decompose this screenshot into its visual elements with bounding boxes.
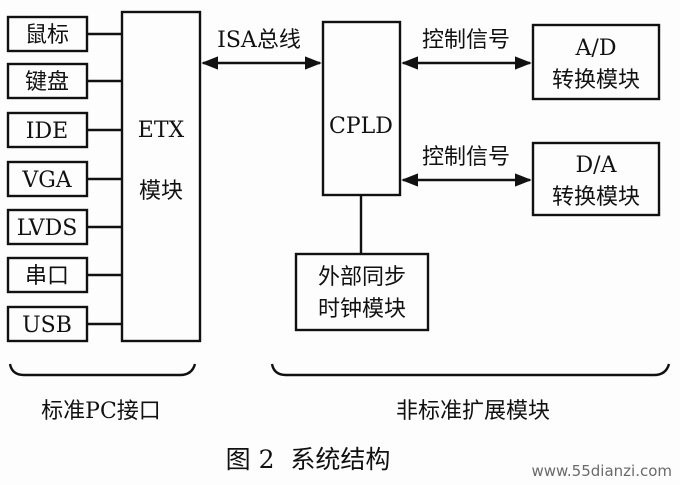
- port-box-lvds: [6, 208, 89, 246]
- control-signal-label-2: 控制信号: [422, 145, 510, 170]
- right-group-label: 非标准扩展模块: [396, 399, 550, 424]
- control-signal-label-1: 控制信号: [422, 28, 510, 53]
- da-label-line2: 转换模块: [552, 185, 640, 210]
- isa-bus-label: ISA总线: [217, 28, 301, 53]
- ad-label-line1: A/D: [575, 36, 617, 61]
- port-label-keyboard: 键盘: [25, 70, 69, 95]
- port-label-lvds: LVDS: [17, 216, 78, 241]
- port-label-mouse: 鼠标: [25, 23, 69, 48]
- etx-label-line1: ETX: [138, 118, 185, 143]
- port-label-usb: USB: [22, 313, 72, 338]
- clock-label-line1: 外部同步: [318, 265, 406, 290]
- port-label-vga: VGA: [21, 168, 72, 193]
- right-group-brace: [270, 363, 671, 377]
- da-label-line1: D/A: [576, 153, 618, 178]
- left-group-brace: [8, 363, 197, 377]
- clock-module-box: [294, 252, 430, 332]
- da-converter-box: [531, 141, 661, 217]
- ad-converter-box: [531, 23, 661, 101]
- cpld-label: CPLD: [329, 114, 393, 139]
- cpld-box: [321, 20, 402, 197]
- port-label-serial: 串口: [25, 264, 69, 289]
- left-port-list: 鼠标 键盘 IDE VGA LVDS 串口 USB: [6, 15, 122, 343]
- port-label-ide: IDE: [26, 119, 68, 144]
- ad-label-line2: 转换模块: [552, 68, 640, 93]
- port-box-keyboard: [6, 62, 89, 100]
- etx-module-box: [120, 10, 202, 343]
- figure-caption: 图 2 系统结构: [226, 445, 391, 474]
- clock-label-line2: 时钟模块: [318, 297, 406, 322]
- port-box-ide: [6, 111, 89, 149]
- port-box-mouse: [6, 15, 89, 53]
- left-group-label: 标准PC接口: [41, 399, 161, 424]
- watermark-text: www.55dianzi.com: [531, 462, 672, 480]
- etx-label-line2: 模块: [139, 179, 183, 204]
- port-box-usb: [6, 305, 89, 343]
